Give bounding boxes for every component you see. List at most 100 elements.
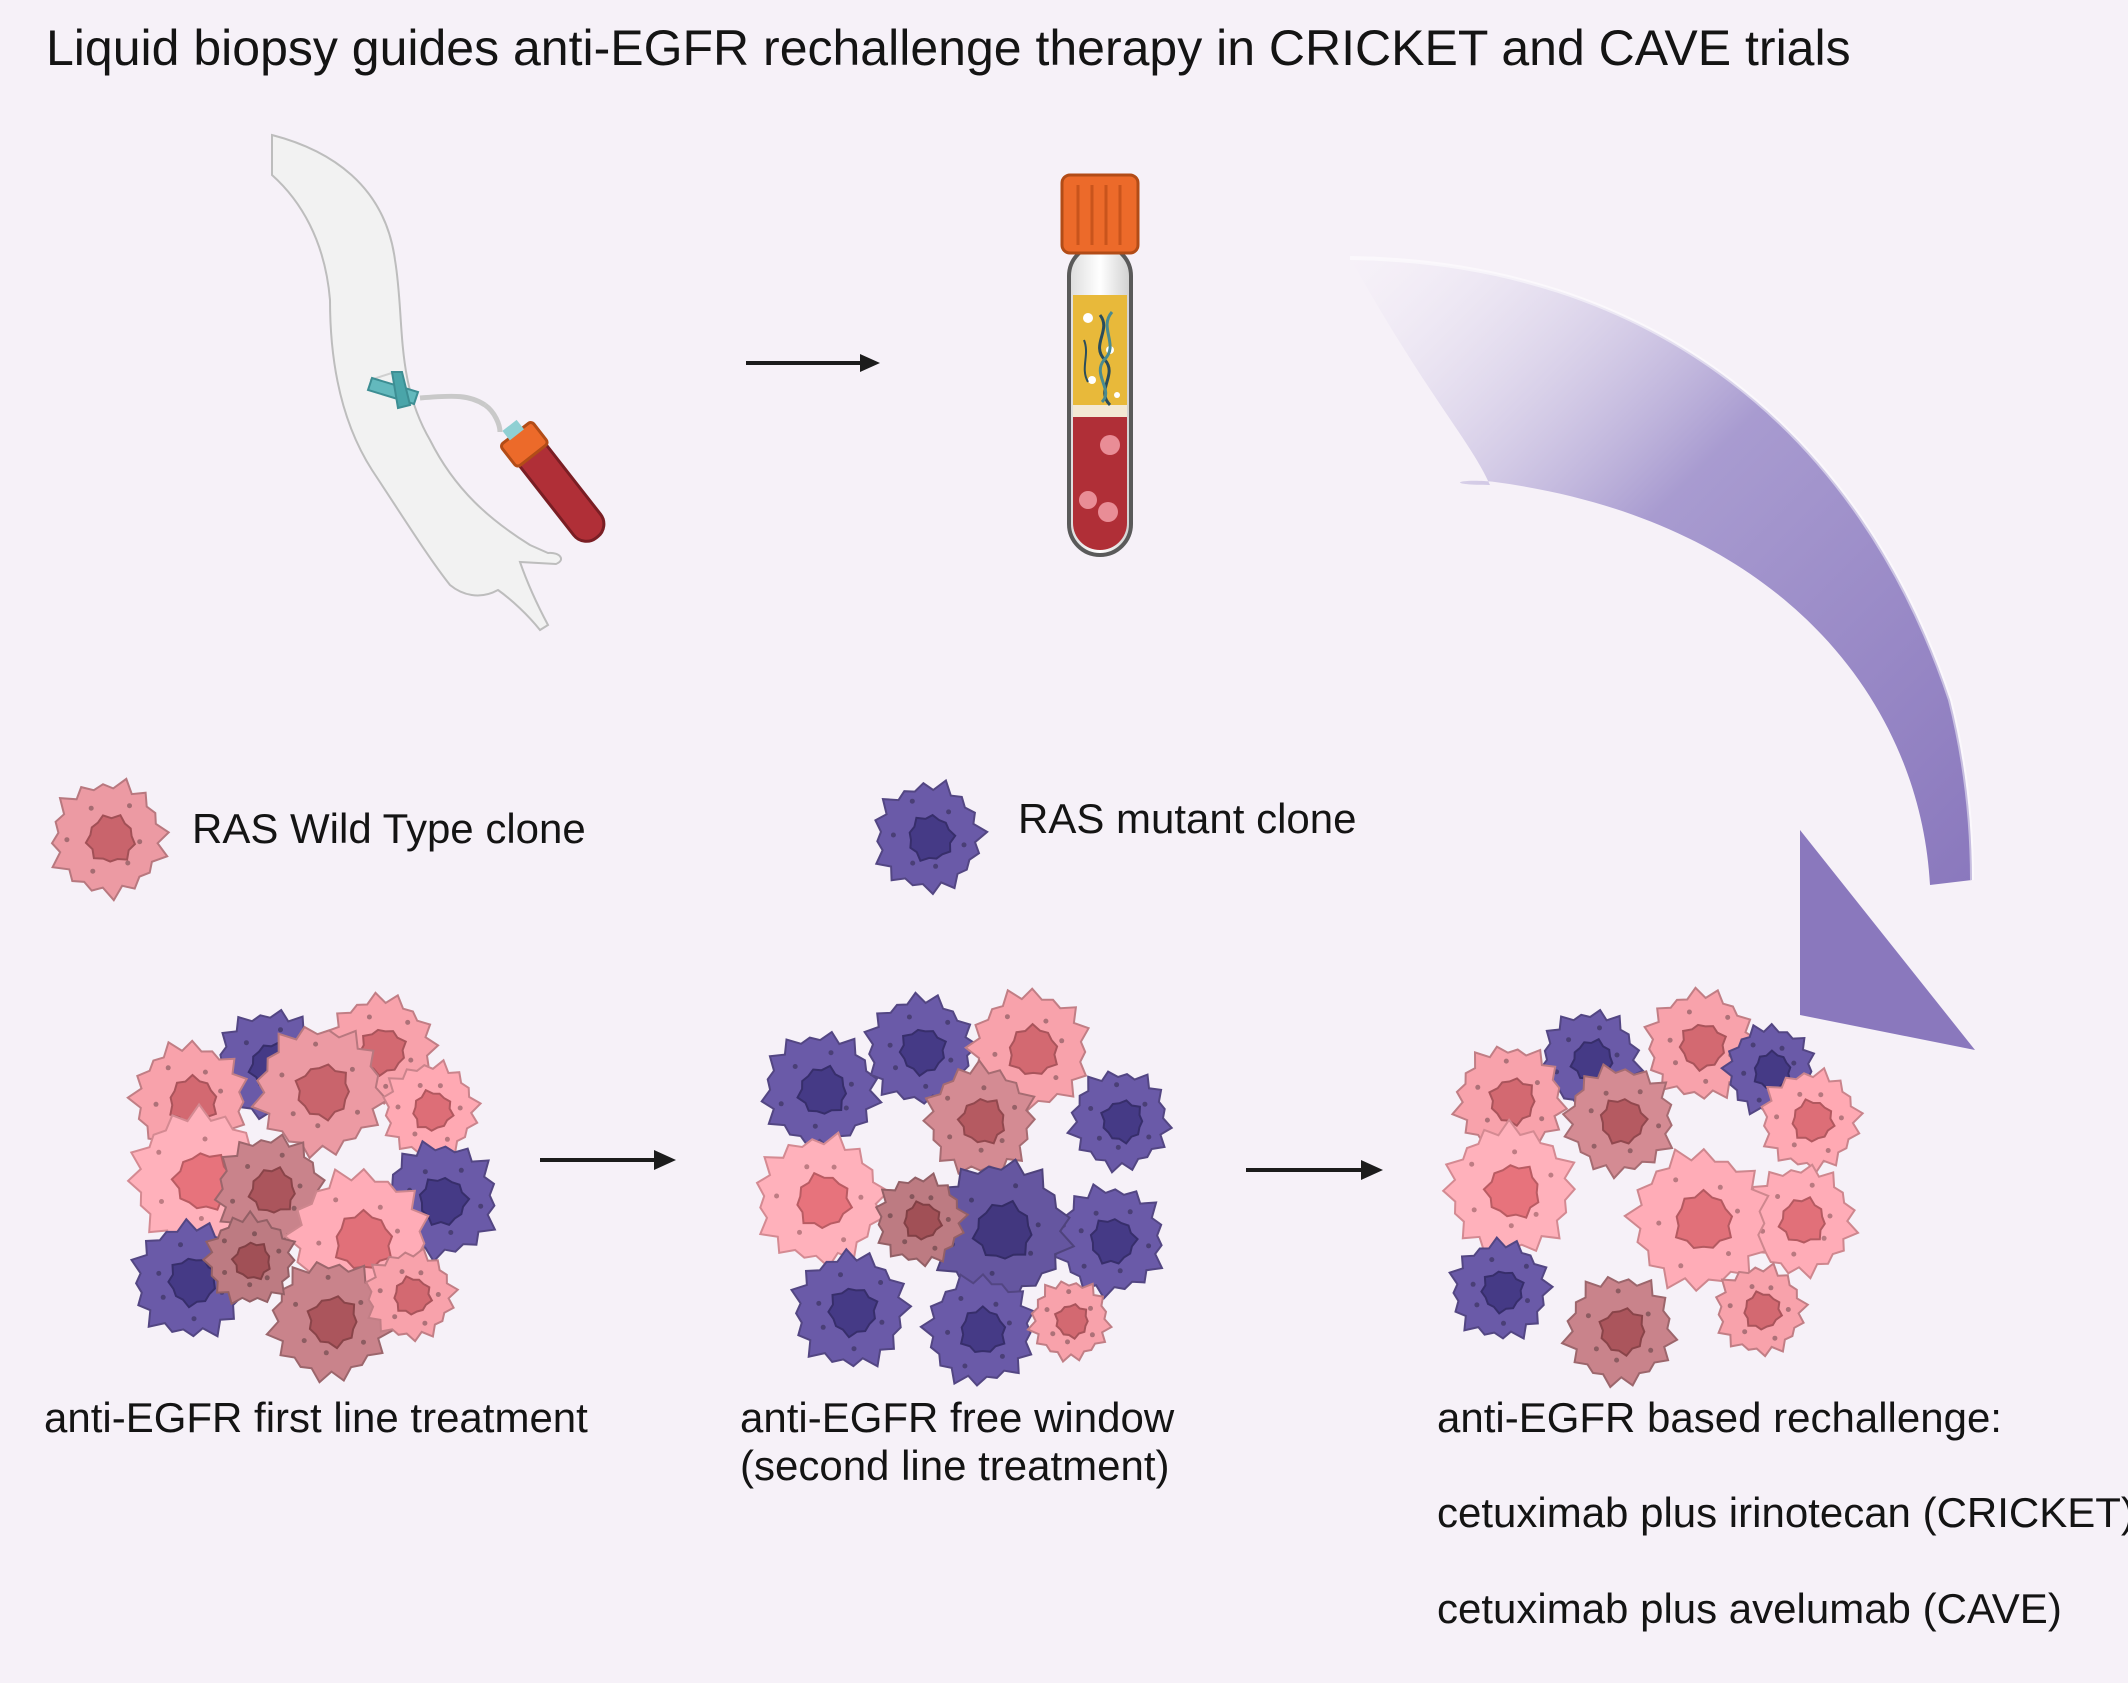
cell-granule [247,1282,253,1288]
cell-granule [1004,1014,1010,1020]
arm-icon [271,133,563,632]
cell-granule [932,1245,938,1251]
cell-granule [1637,1089,1643,1095]
cell-granule [945,1019,951,1025]
cell-granule [358,1300,364,1305]
cell-granule [909,798,915,804]
cell-granule [1044,1307,1050,1313]
cell-nucleus [796,1171,854,1230]
cell-nucleus [1777,1196,1826,1244]
cell-granule [1615,1288,1621,1294]
cell-granule [1508,1223,1514,1229]
cell-nucleus [1598,1307,1646,1358]
cell-granule [218,1088,224,1094]
tumor-rechallenge-icon [1441,986,1865,1389]
cell-granule [923,1083,929,1089]
cell-granule [804,1164,810,1170]
cell-granule [408,1057,414,1063]
cell-granule [422,1320,428,1326]
cell-granule [1523,1263,1529,1269]
cell-granule [1053,1075,1059,1081]
cell-granule [222,1270,228,1275]
cell-nucleus [908,813,957,863]
cell-nucleus [247,1166,296,1214]
cell-granule [276,1248,282,1254]
cell-granule [1645,1311,1651,1317]
cell-granule [1791,1251,1797,1257]
cell-granule [1741,1070,1747,1076]
wild-type-cell-icon [50,777,171,902]
cell-granule [928,1195,934,1201]
cell-granule [1772,1335,1778,1341]
cell-granule [1059,1038,1065,1044]
cell-nucleus [412,1088,455,1132]
cell-granule [90,868,96,874]
mutant-cell-icon [1051,1182,1164,1300]
cell-granule [1678,1263,1684,1269]
cell-granule [1648,1347,1654,1353]
arrow-stage1-to-stage2 [540,1150,676,1170]
wild-type-cell-icon [1561,1062,1674,1180]
cell-granule [1539,1116,1545,1122]
cell-granule [1791,1060,1797,1066]
cell-granule [1028,1250,1034,1256]
cell-granule [999,1353,1005,1359]
cell-granule [291,1205,297,1211]
cell-granule [349,1066,355,1072]
cell-nucleus [230,1241,271,1281]
cell-granule [383,1083,389,1089]
cell-granule [1774,1114,1780,1120]
cell-granule [418,1270,424,1276]
cell-granule [1474,1302,1480,1308]
cell-granule [137,839,143,845]
cell-granule [1501,1320,1506,1326]
cell-granule [887,1042,893,1048]
cell-granule [792,1064,798,1069]
cell-nucleus [956,1097,1005,1145]
legend-mutant-cell-icon [874,778,989,896]
cell-nucleus [306,1295,358,1350]
cell-granule [315,1123,321,1129]
cell-nucleus [294,1063,350,1122]
cell-granule [945,1217,951,1222]
cell-granule [961,842,967,848]
cell-granule [879,1319,885,1325]
cell-granule [1012,1104,1018,1110]
wild-type-cell-icon [265,1260,394,1384]
cell-granule [1088,1106,1094,1111]
cell-granule [1534,1080,1540,1086]
cell-granule [1749,1284,1755,1290]
cell-granule [1818,1092,1824,1098]
cell-granule [160,1294,166,1300]
cell-granule [1735,1208,1740,1214]
cell-nucleus [1480,1270,1525,1315]
cell-granule [301,1338,307,1344]
curved-arrow-icon [1349,256,1975,1050]
wild-type-cell-icon [1441,1118,1577,1255]
wild-type-cell-icon [874,1171,970,1268]
cell-granule [1013,1183,1019,1189]
cell-granule [993,1301,999,1307]
cell-granule [843,1105,849,1111]
cell-granule [1725,1014,1731,1020]
cell-granule [198,1216,204,1221]
cell-nucleus [334,1208,394,1270]
figure-title: Liquid biopsy guides anti-EGFR rechallen… [46,20,1851,76]
cell-granule [1779,1045,1785,1051]
cell-granule [156,1270,162,1276]
wild-type-cell-icon [1450,1045,1569,1160]
cell-granule [1775,1194,1781,1199]
cell-granule [395,1104,401,1110]
cell-granule [1117,1268,1123,1274]
cell-granule [1142,1101,1148,1107]
cell-granule [969,1197,974,1203]
cell-granule [243,1040,249,1046]
cell-granule [1470,1281,1476,1287]
cell-granule [1525,1298,1530,1304]
arrow-stage2-to-stage3 [1246,1160,1383,1180]
wild-type-cell-icon [1026,1280,1114,1364]
cell-granule [88,805,94,811]
wild-type-cell-icon [1623,1147,1770,1293]
cell-granule [887,1213,893,1219]
